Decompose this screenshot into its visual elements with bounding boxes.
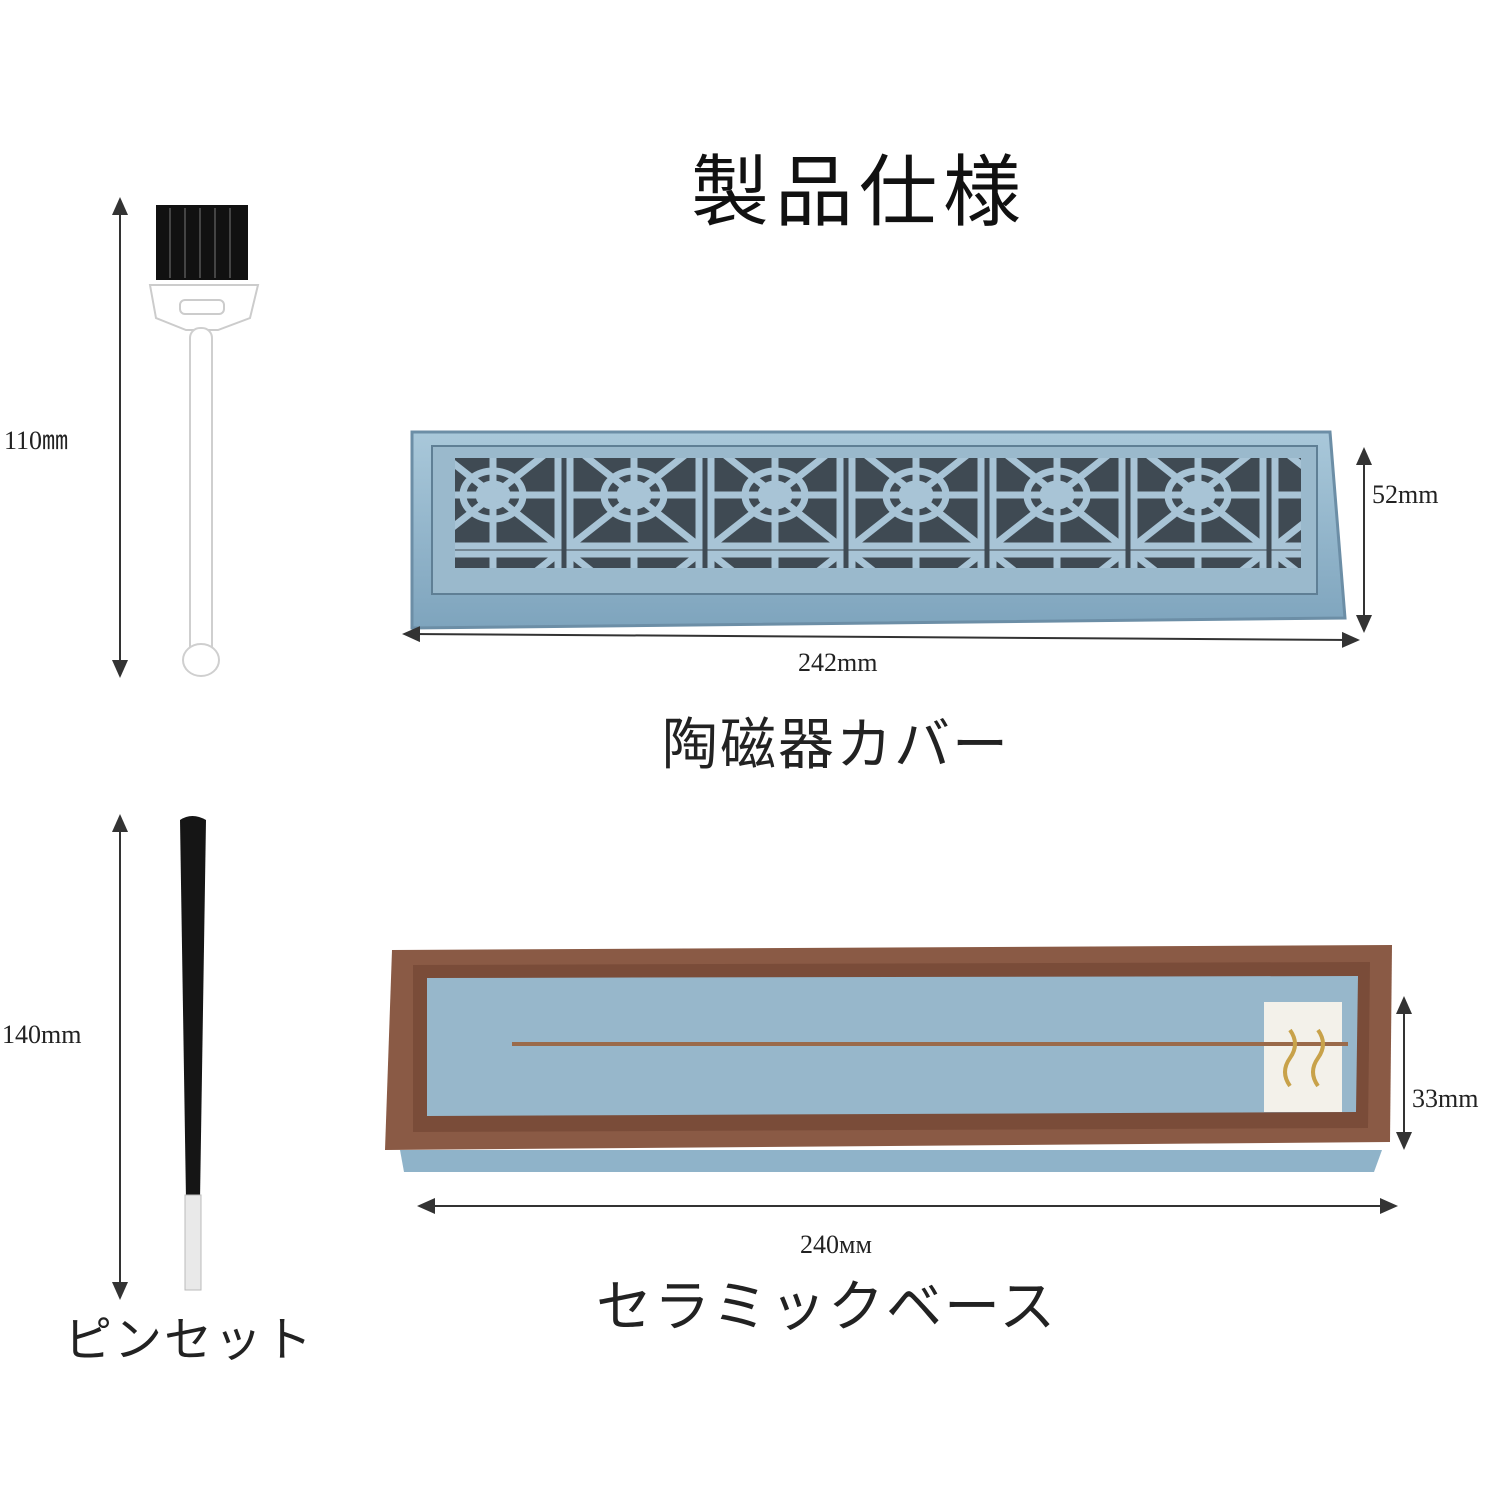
base-width-label: 240ᴍᴍ <box>800 1230 872 1259</box>
cover-caption: 陶磁器カバー <box>662 713 1010 778</box>
ceramic-base-image <box>385 945 1392 1172</box>
base-height-label: 33mm <box>1412 1084 1479 1113</box>
tweezers-image <box>180 816 206 1291</box>
base-caption: セラミックベース <box>596 1275 1058 1340</box>
page-title: 製品仕様 <box>690 148 1027 238</box>
tweezers-height-label: 140mm <box>2 1020 82 1049</box>
brush-image <box>148 205 260 677</box>
cover-height-label: 52mm <box>1372 480 1439 509</box>
ceramic-cover-image <box>410 430 1347 630</box>
tweezers-caption: ピンセット <box>64 1312 315 1368</box>
brush-height-label: 110㎜ <box>4 426 69 455</box>
cover-width-label: 242mm <box>798 648 878 677</box>
cover-width-arrow <box>402 626 1360 648</box>
